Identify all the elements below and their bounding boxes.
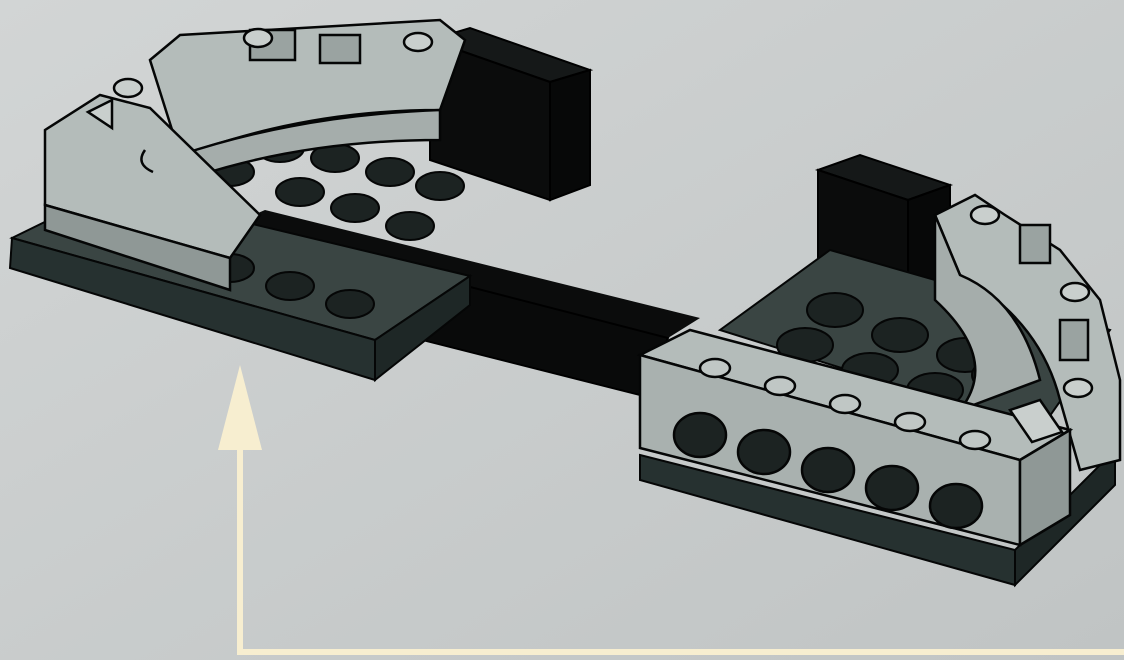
stud xyxy=(331,194,379,222)
stud xyxy=(366,158,414,186)
stud xyxy=(276,178,324,206)
technic-hole xyxy=(738,430,790,474)
stud xyxy=(416,172,464,200)
stud xyxy=(114,79,142,97)
stud xyxy=(765,377,795,395)
stud xyxy=(1061,283,1089,301)
arch-window xyxy=(1020,225,1050,263)
stud xyxy=(266,272,314,300)
stud xyxy=(1064,379,1092,397)
stud xyxy=(807,293,863,327)
stud xyxy=(700,359,730,377)
stud xyxy=(895,413,925,431)
technic-hole xyxy=(802,448,854,492)
stud xyxy=(971,206,999,224)
stud xyxy=(404,33,432,51)
technic-hole xyxy=(674,413,726,457)
technic-hole xyxy=(930,484,982,528)
stud xyxy=(326,290,374,318)
stud xyxy=(830,395,860,413)
technic-hole xyxy=(866,466,918,510)
arch-window xyxy=(320,35,360,63)
stud xyxy=(244,29,272,47)
stud xyxy=(960,431,990,449)
stud xyxy=(386,212,434,240)
arch-window xyxy=(1060,320,1088,360)
stud xyxy=(872,318,928,352)
